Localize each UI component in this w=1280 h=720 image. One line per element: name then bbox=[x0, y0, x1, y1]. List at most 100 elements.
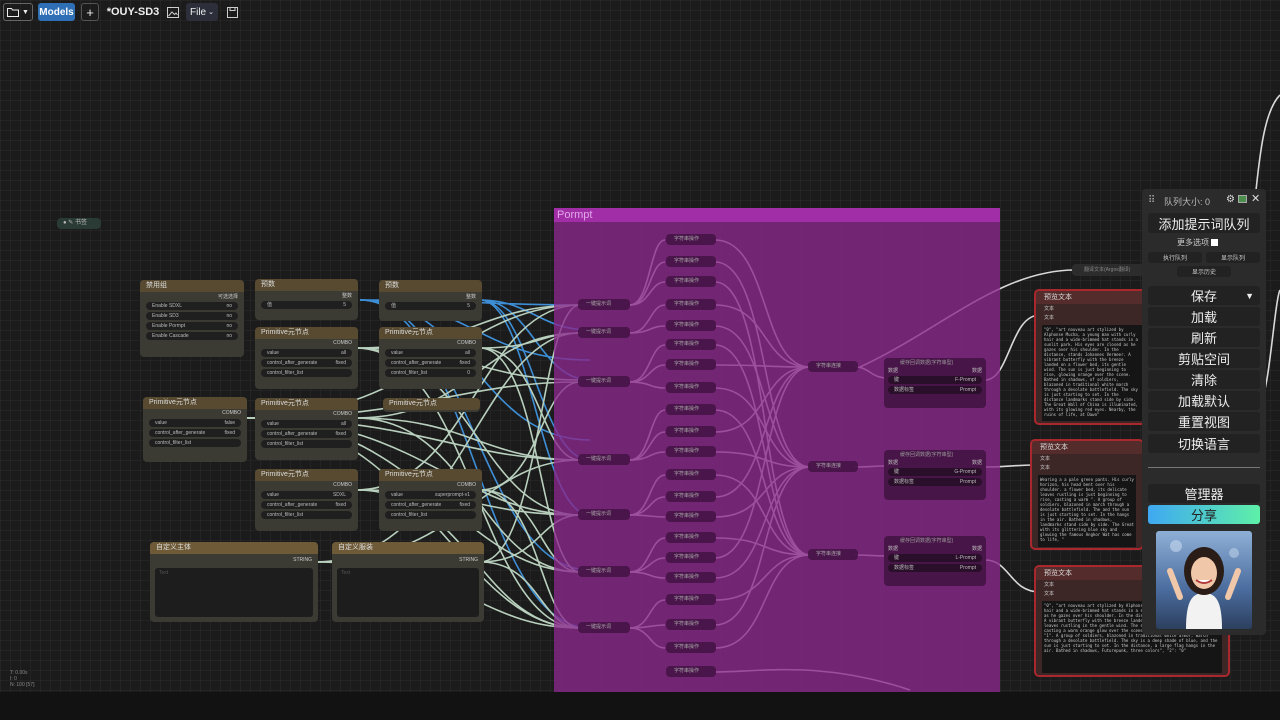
subject-text-input[interactable]: Text bbox=[155, 568, 313, 617]
add-workflow-button[interactable]: + bbox=[81, 3, 99, 21]
string-concat-node[interactable]: 字符串连接 bbox=[808, 461, 858, 472]
string-op-node[interactable]: 字符串操作 bbox=[666, 426, 716, 437]
primitive-node-e-collapsed[interactable]: Primitive元节点 bbox=[383, 398, 480, 412]
clipspace-button[interactable]: 剪贴空间 bbox=[1148, 349, 1260, 368]
manager-button[interactable]: 管理器 bbox=[1148, 484, 1260, 503]
custom-subject-node[interactable]: 自定义主体 STRING Text bbox=[150, 542, 318, 622]
string-op-node[interactable]: 字符串操作 bbox=[666, 532, 716, 543]
save-dropdown-icon[interactable]: ▼ bbox=[1245, 290, 1254, 301]
string-op-node[interactable]: 字符串操作 bbox=[666, 469, 716, 480]
string-op-node[interactable]: 字符串操作 bbox=[666, 572, 716, 583]
control-filter-list-field[interactable]: control_filter_list bbox=[261, 440, 352, 448]
bookmark-node[interactable]: ● ✎ 书签 bbox=[57, 218, 101, 229]
string-op-node[interactable]: 字符串操作 bbox=[666, 320, 716, 331]
custom-outfit-node[interactable]: 自定义服装 STRING Text bbox=[332, 542, 484, 622]
string-op-node[interactable]: 字符串操作 bbox=[666, 666, 716, 677]
string-op-node[interactable]: 字符串操作 bbox=[666, 256, 716, 267]
outfit-text-input[interactable]: Text bbox=[337, 568, 479, 617]
gear-icon[interactable]: ⚙ bbox=[1226, 194, 1235, 205]
string-op-node[interactable]: 字符串操作 bbox=[666, 404, 716, 415]
string-op-node[interactable]: 字符串操作 bbox=[666, 511, 716, 522]
share-button[interactable]: 分享 bbox=[1148, 505, 1260, 524]
exec-queue-button[interactable]: 执行队列 bbox=[1148, 252, 1202, 263]
string-concat-node[interactable]: 字符串连接 bbox=[808, 361, 858, 372]
control-filter-list-field[interactable]: control_filter_list bbox=[385, 511, 476, 519]
string-op-node[interactable]: 字符串操作 bbox=[666, 552, 716, 563]
string-op-node[interactable]: 字符串操作 bbox=[666, 339, 716, 350]
preview-text-node-1[interactable]: 预览文本 文本 文本 "0", "art nouveau art stylize… bbox=[1034, 289, 1150, 425]
load-default-button[interactable]: 加载默认 bbox=[1148, 391, 1260, 410]
string-op-node[interactable]: 字符串操作 bbox=[666, 276, 716, 287]
string-op-node[interactable]: 字符串操作 bbox=[666, 491, 716, 502]
preview-text-area[interactable]: Wearing a a pale green pants. His curly … bbox=[1038, 475, 1136, 547]
refresh-button[interactable]: 刷新 bbox=[1148, 328, 1260, 347]
file-menu-button[interactable]: File ⌄ bbox=[186, 3, 218, 21]
workflow-title[interactable]: *OUY-SD3 bbox=[106, 6, 160, 18]
drag-handle-icon[interactable]: ⠿ bbox=[1148, 195, 1156, 206]
load-button[interactable]: 加载 bbox=[1148, 307, 1260, 326]
avatar-image[interactable] bbox=[1156, 531, 1252, 629]
one-click-prompt-node[interactable]: 一键提示词 bbox=[578, 299, 630, 310]
one-click-prompt-node[interactable]: 一键提示词 bbox=[578, 509, 630, 520]
switch-language-button[interactable]: 切换语言 bbox=[1148, 434, 1260, 453]
one-click-prompt-node[interactable]: 一键提示词 bbox=[578, 622, 630, 633]
preview-text-node-2[interactable]: 预览文本 文本 文本 Wearing a a pale green pants.… bbox=[1030, 439, 1144, 550]
string-op-node[interactable]: 字符串操作 bbox=[666, 299, 716, 310]
image-button[interactable] bbox=[165, 3, 181, 21]
save-workflow-button[interactable] bbox=[225, 3, 239, 21]
one-click-prompt-node[interactable]: 一键提示词 bbox=[578, 566, 630, 577]
image-icon[interactable] bbox=[1238, 195, 1247, 203]
close-icon[interactable]: ✕ bbox=[1251, 193, 1261, 205]
queue-prompt-button[interactable]: 添加提示词队列 bbox=[1148, 213, 1260, 233]
one-click-prompt-node[interactable]: 一键提示词 bbox=[578, 376, 630, 387]
show-queue-button[interactable]: 显示队列 bbox=[1206, 252, 1260, 263]
extra-options-checkbox[interactable] bbox=[1211, 239, 1218, 246]
string-op-node[interactable]: 字符串操作 bbox=[666, 594, 716, 605]
reset-view-button[interactable]: 重置视图 bbox=[1148, 412, 1260, 431]
string-op-node[interactable]: 字符串操作 bbox=[666, 234, 716, 245]
clear-button[interactable]: 清除 bbox=[1148, 370, 1260, 389]
control-filter-list-field[interactable]: control_filter_list bbox=[261, 511, 352, 519]
control-filter-list-field[interactable]: control_filter_list bbox=[149, 439, 241, 447]
models-button[interactable]: Models bbox=[38, 3, 75, 21]
translate-text-node[interactable]: 翻译文本(Argos翻译) bbox=[1072, 264, 1144, 276]
group-title[interactable]: Pormpt bbox=[557, 209, 593, 221]
string-op-node[interactable]: 字符串操作 bbox=[666, 446, 716, 457]
string-op-node[interactable]: 字符串操作 bbox=[666, 619, 716, 630]
string-op-node[interactable]: 字符串操作 bbox=[666, 642, 716, 653]
workflow-menu-button[interactable]: ▼ bbox=[3, 3, 33, 21]
